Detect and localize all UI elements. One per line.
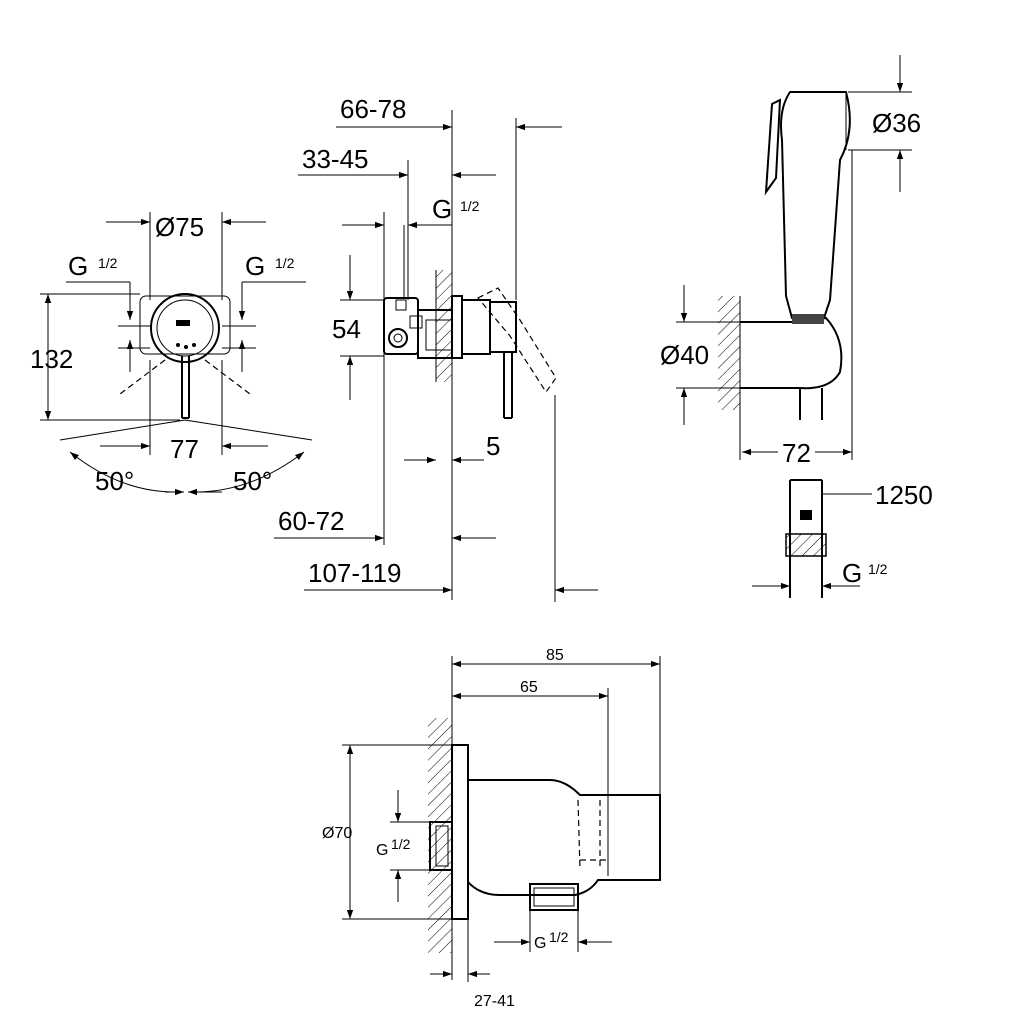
outlet-body [467,779,661,896]
front-view: Ø75 G 1/2 G 1/2 132 77 [30,212,313,496]
outlet-flange [451,744,469,920]
diameter-36-label: Ø36 [872,108,921,138]
thread-left-label: G [68,251,88,281]
hose-thread-label: G [842,558,862,588]
dim-60-72-label: 60-72 [278,506,345,536]
diameter-75-label: Ø75 [155,212,204,242]
shower-view: Ø36 Ø40 72 1250 G 1/2 [660,55,933,598]
hose-thread-frac: 1/2 [868,561,888,577]
dim-5-label: 5 [486,431,500,461]
mixer-body-outline [139,295,231,355]
hose-length-label: 1250 [875,480,933,510]
depth-72-label: 72 [782,438,811,468]
width-77-label: 77 [170,434,199,464]
height-132-label: 132 [30,344,73,374]
outlet-thread-bottom-label: G [534,935,546,952]
diameter-40-label: Ø40 [660,340,709,370]
dim-85-label: 85 [546,647,564,664]
thread-label: G [432,194,452,224]
hose-nut [785,533,827,557]
range-27-41-label: 27-41 [474,993,515,1010]
outlet-view: 85 65 Ø70 G 1/2 G 1/2 27-41 [322,647,661,1010]
holder-outline [740,316,843,390]
hand-shower-outline [780,91,851,319]
inner-circle [156,299,214,357]
escutcheon-circle [150,293,220,363]
thread-left-frac: 1/2 [98,255,118,271]
outlet-thread-left-frac: 1/2 [391,836,411,852]
dim-107-119-label: 107-119 [308,558,402,588]
outlet-thread-bottom-frac: 1/2 [549,929,569,945]
thread-right-label: G [245,251,265,281]
dim-54-label: 54 [332,314,361,344]
angle-left-label: 50° [95,466,134,496]
thread-right-frac: 1/2 [275,255,295,271]
dim-65-label: 65 [520,679,538,696]
diameter-70-label: Ø70 [322,825,352,842]
thread-frac: 1/2 [460,198,480,214]
dim-66-78-label: 66-78 [340,94,407,124]
outlet-thread-left-label: G [376,842,388,859]
angle-right-label: 50° [233,466,272,496]
side-view: 66-78 33-45 G 1/2 54 5 60-72 107-119 [274,94,598,602]
dim-33-45-label: 33-45 [302,144,369,174]
